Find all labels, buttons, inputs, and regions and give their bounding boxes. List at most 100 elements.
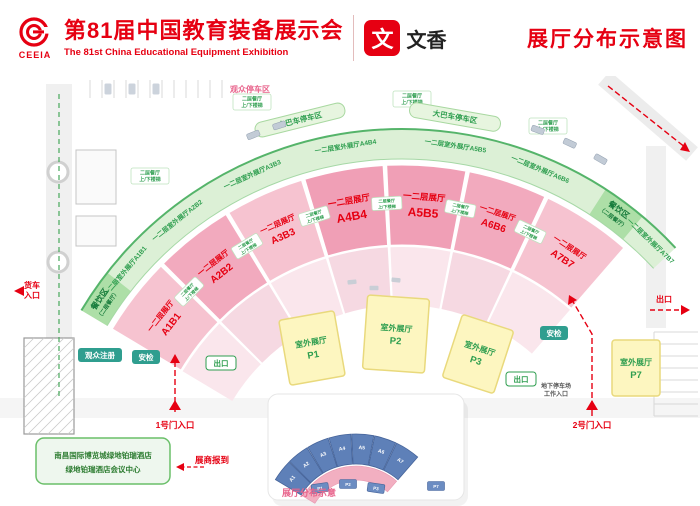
service-building xyxy=(75,149,117,205)
truck-gate-label: 入口 xyxy=(23,291,40,300)
bus-icon xyxy=(272,120,287,131)
inset-p-block-P1: P1 xyxy=(310,482,330,494)
car-icon xyxy=(369,285,379,291)
inset-hall-code: A4 xyxy=(338,446,346,453)
car-icon xyxy=(347,279,357,285)
exit-label: 出口 xyxy=(214,358,229,368)
inset-hall-A7 xyxy=(383,442,419,481)
inset-hall-code: A3 xyxy=(319,451,327,459)
truck-gate-label: 货车 xyxy=(23,280,40,290)
strip-outer-border xyxy=(80,127,677,311)
wenxiang-logo-text: 文香 xyxy=(406,29,447,52)
dining-zone-left xyxy=(81,272,131,326)
registration-box-shape xyxy=(78,348,122,362)
security-box-left-label: 安检 xyxy=(139,352,154,362)
registration-box: 观众注册 xyxy=(78,348,122,362)
route-arrow xyxy=(170,354,180,363)
hatch-line xyxy=(23,337,45,359)
inset-p-code: P7 xyxy=(433,484,439,489)
inner-fan-zone xyxy=(441,252,511,324)
service-building xyxy=(75,215,117,247)
exit-label: 出口 xyxy=(514,374,529,384)
pavilion-code: P2 xyxy=(389,336,401,348)
wenxiang-logo: 文 文香 xyxy=(364,20,446,56)
hatch-line xyxy=(37,397,75,435)
hatch-line xyxy=(57,417,75,435)
pavilion-shape xyxy=(611,339,661,397)
checkin-arrow xyxy=(176,463,184,471)
visitor-route xyxy=(571,299,593,416)
hotel-line2: 绿地铂瑞酒店会议中心 xyxy=(66,464,141,474)
hall-label-prefix: 一二层展厅 xyxy=(403,190,447,203)
registration-box-label: 观众注册 xyxy=(85,350,115,360)
bus-icon xyxy=(530,125,545,135)
gate1-arrow xyxy=(169,400,181,410)
hatch-line xyxy=(27,387,75,435)
stairs-line2: 上/下楼梯 xyxy=(378,203,397,211)
header: CEEIA 第81届中国教育装备展示会 The 81st China Educa… xyxy=(0,0,700,76)
hatched-building xyxy=(23,337,75,435)
hatch-line xyxy=(23,337,65,379)
stairs-line1: 二层餐厅 xyxy=(242,96,262,103)
exit-arrow xyxy=(681,305,690,315)
stairs-line1: 二层餐厅 xyxy=(140,170,160,177)
checkin-label: 展商报到 xyxy=(194,455,229,465)
bus-parking-bar: 大巴车停车区 xyxy=(409,102,501,132)
car-icon xyxy=(391,277,401,283)
exit-box: 出口 xyxy=(205,355,237,371)
inset-hall-code: A5 xyxy=(358,445,365,451)
venue-map: 一二层展厅A1B1一二层展厅A2B2一二层展厅A3B3一二层展厅A4B4一二层展… xyxy=(0,71,700,506)
pavilion-code: P1 xyxy=(307,349,321,362)
exhibition-title: 第81届中国教育装备展示会 xyxy=(64,18,344,44)
inset-p-code: P3 xyxy=(373,486,380,492)
inset-p-shape xyxy=(339,479,357,489)
pavilion-name: 室外展厅 xyxy=(620,357,652,367)
strip-inner-border xyxy=(106,158,654,327)
bus-icon xyxy=(562,137,577,149)
truck-gate-arrow xyxy=(14,286,24,296)
inset-pink-band xyxy=(302,465,398,504)
hatch-line xyxy=(47,407,75,435)
ceeia-logo-text: CEEIA xyxy=(18,50,52,60)
inset-hall-code: A7 xyxy=(396,457,405,466)
inset-hall-A6 xyxy=(368,435,397,471)
stairs-box-shape xyxy=(130,167,170,185)
outdoor-strip xyxy=(81,128,676,326)
stairs-line1: 二层餐厅 xyxy=(305,208,324,220)
stairs-box-shape xyxy=(174,276,204,307)
dining-zone-right xyxy=(589,189,643,240)
pavilion-shape xyxy=(278,310,346,386)
inset-p-block-P2: P2 xyxy=(339,479,357,489)
gate1-label: 1号门入口 xyxy=(156,420,195,430)
header-divider xyxy=(353,15,355,61)
visitor-route xyxy=(607,85,687,149)
pavilion-shape xyxy=(442,314,514,394)
inset-title: 展厅分布示意 xyxy=(282,487,336,498)
security-box-left-shape xyxy=(132,350,160,364)
inset-p-shape xyxy=(427,481,445,491)
stairs-line1: 二层餐厅 xyxy=(378,197,396,205)
underground-entrance-label: 工作入口 xyxy=(544,390,568,398)
hatch-line xyxy=(23,347,75,399)
ceeia-logo: CEEIA xyxy=(12,16,58,60)
hatch-line xyxy=(23,337,75,389)
exhibition-subtitle: The 81st China Educational Equipment Exh… xyxy=(64,46,289,58)
security-box-right-shape xyxy=(540,326,568,340)
page-title: 展厅分布示意图 xyxy=(527,28,688,51)
gate2-label: 2号门入口 xyxy=(573,420,612,430)
inset-p-code: P1 xyxy=(317,486,324,492)
hatch-line xyxy=(67,427,75,435)
inset-hall-code: A1 xyxy=(288,474,297,483)
inset-p-shape xyxy=(366,482,386,494)
stairs-line2: 上/下楼梯 xyxy=(401,99,422,106)
roundabout xyxy=(46,160,70,184)
hatch-line xyxy=(23,337,55,369)
wenxiang-logo-icon: 文 xyxy=(364,20,401,56)
